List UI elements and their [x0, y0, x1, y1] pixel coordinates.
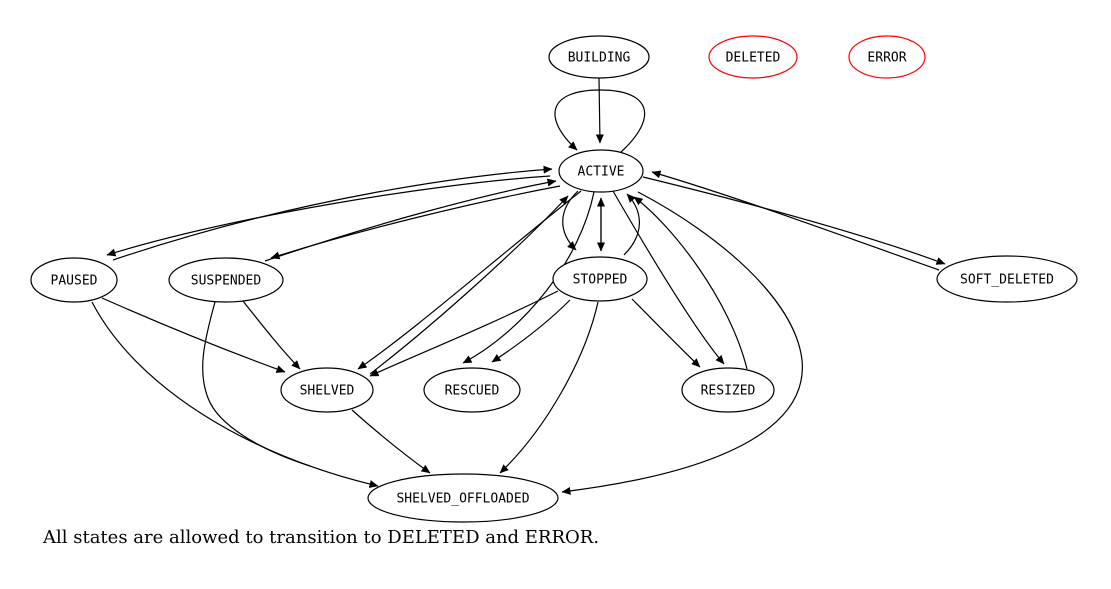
- edge-stopped-to-active: [623, 193, 640, 256]
- state-node-ellipse: [423, 367, 521, 413]
- state-node-label: SUSPENDED: [191, 274, 262, 289]
- edge-stopped-to-shelved: [369, 290, 559, 377]
- state-node-label: RESCUED: [445, 384, 500, 399]
- state-node-ellipse: [548, 35, 650, 79]
- edge-active-to-shelved: [357, 190, 582, 370]
- edge-active-to-active: [554, 89, 646, 153]
- state-node-active: ACTIVE: [558, 149, 644, 193]
- edge-stopped-to-resized: [631, 298, 701, 368]
- state-node-label: RESIZED: [701, 384, 756, 399]
- state-node-ellipse: [367, 473, 559, 523]
- edge-active-to-suspended: [270, 185, 561, 260]
- edge-paused-to-shelved: [101, 297, 286, 373]
- state-node-label: ACTIVE: [578, 165, 625, 180]
- state-node-label: SOFT_DELETED: [960, 273, 1054, 288]
- state-node-ellipse: [168, 257, 284, 303]
- state-node-ellipse: [280, 367, 374, 413]
- edge-shelved-to-active: [369, 195, 569, 375]
- edge-paused-to-active: [112, 165, 553, 261]
- state-node-label: ERROR: [867, 51, 906, 66]
- state-node-shelved_offloaded: SHELVED_OFFLOADED: [367, 473, 559, 523]
- state-node-label: SHELVED: [300, 384, 355, 399]
- state-node-ellipse: [558, 149, 644, 193]
- caption: All states are allowed to transition to …: [43, 527, 600, 548]
- edge-active-to-stopped: [562, 190, 579, 251]
- edge-stopped-to-rescued: [491, 299, 571, 363]
- state-node-shelved: SHELVED: [280, 367, 374, 413]
- edge-active-to-paused: [106, 175, 551, 257]
- edge-active-to-rescued: [462, 191, 595, 364]
- state-node-ellipse: [848, 35, 926, 79]
- edge-building-to-active: [595, 77, 604, 144]
- edge-suspended-to-shelved_offloaded: [202, 301, 311, 467]
- state-node-suspended: SUSPENDED: [168, 257, 284, 303]
- state-node-label: BUILDING: [568, 51, 631, 66]
- edge-suspended-to-active: [264, 178, 557, 262]
- state-node-label: SHELVED_OFFLOADED: [396, 492, 529, 507]
- state-node-resized: RESIZED: [681, 367, 775, 413]
- edge-layer: [91, 77, 946, 495]
- state-node-ellipse: [936, 255, 1078, 303]
- state-node-deleted: DELETED: [708, 35, 798, 79]
- state-node-label: PAUSED: [51, 274, 98, 289]
- state-node-soft_deleted: SOFT_DELETED: [936, 255, 1078, 303]
- state-node-ellipse: [30, 257, 118, 303]
- state-node-ellipse: [552, 256, 648, 302]
- state-node-paused: PAUSED: [30, 257, 118, 303]
- state-node-label: DELETED: [726, 51, 781, 66]
- edge-resized-to-active: [633, 196, 748, 370]
- edge-active-to-resized: [612, 190, 725, 365]
- state-node-ellipse: [708, 35, 798, 79]
- edge-stopped-to-shelved_offloaded: [499, 301, 599, 474]
- edge-paused-to-shelved_offloaded: [91, 301, 379, 488]
- edge-active-to-shelved_offloaded: [561, 191, 803, 495]
- state-node-rescued: RESCUED: [423, 367, 521, 413]
- edge-suspended-to-shelved: [242, 300, 301, 370]
- edge-shelved-to-shelved_offloaded: [351, 409, 431, 474]
- edge-soft_deleted-to-active: [651, 170, 940, 271]
- state-node-label: STOPPED: [573, 273, 628, 288]
- state-node-error: ERROR: [848, 35, 926, 79]
- state-node-stopped: STOPPED: [552, 256, 648, 302]
- state-node-building: BUILDING: [548, 35, 650, 79]
- state-node-ellipse: [681, 367, 775, 413]
- edge-active-to-soft_deleted: [642, 176, 946, 265]
- node-layer: BUILDING DELETED ERROR ACTIVE PAUSED SUSPENDE…: [30, 35, 1078, 523]
